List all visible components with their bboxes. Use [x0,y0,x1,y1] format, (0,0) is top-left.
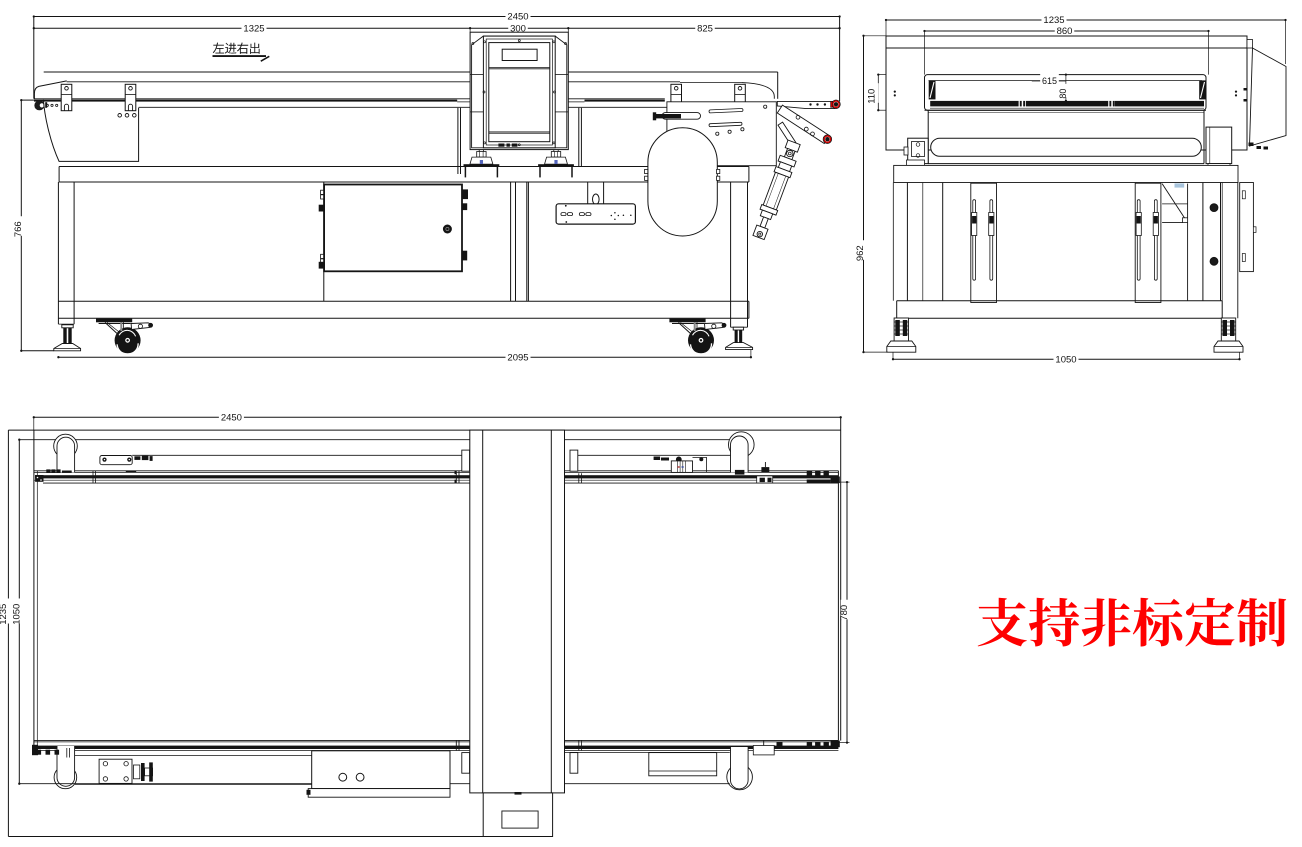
svg-text:110: 110 [866,89,877,104]
svg-text:2450: 2450 [507,12,528,23]
svg-text:1235: 1235 [1043,15,1064,26]
svg-text:780: 780 [839,605,850,621]
svg-text:962: 962 [855,245,866,261]
svg-text:2095: 2095 [507,352,528,363]
svg-text:1235: 1235 [0,604,9,625]
svg-text:825: 825 [697,23,713,34]
svg-text:300: 300 [510,23,526,34]
svg-text:766: 766 [13,221,24,237]
svg-text:1050: 1050 [1055,354,1076,365]
svg-text:2450: 2450 [221,413,242,424]
svg-text:80: 80 [1058,89,1068,99]
svg-text:860: 860 [1057,26,1073,37]
svg-text:1050: 1050 [11,604,22,625]
svg-text:1325: 1325 [243,23,264,34]
svg-text:615: 615 [1042,76,1057,86]
